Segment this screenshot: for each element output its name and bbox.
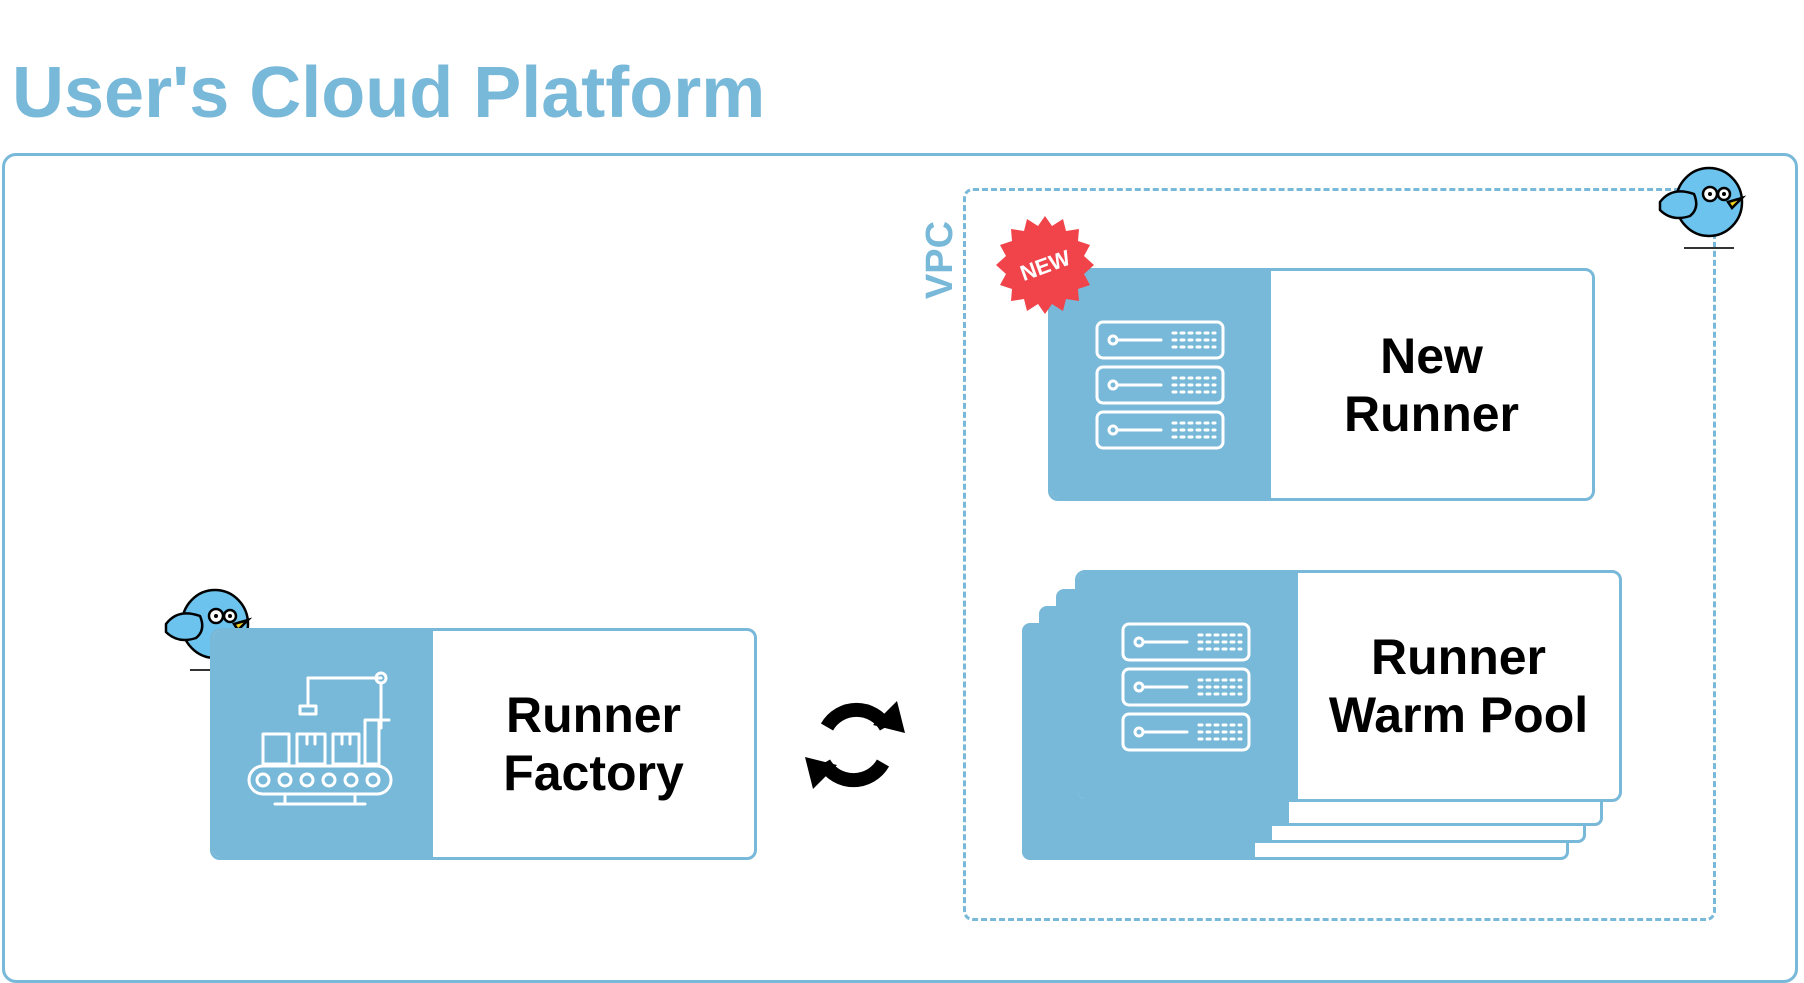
new-runner-label-line1: New (1380, 327, 1483, 384)
new-runner-label-line2: Runner (1344, 385, 1519, 442)
runner-warm-pool-label-line2: Warm Pool (1328, 687, 1589, 743)
runner-warm-pool-label-line1: Runner (1371, 629, 1546, 685)
server-rack-icon (1095, 320, 1225, 450)
new-badge: NEW (996, 216, 1094, 314)
new-runner-label: New Runner (1271, 271, 1592, 498)
runner-factory-label-line2: Factory (503, 745, 684, 801)
page-title: User's Cloud Platform (12, 53, 766, 133)
factory-conveyor-icon (247, 671, 393, 806)
vpc-frame (963, 188, 1716, 921)
bird-mascot-icon (1658, 166, 1746, 249)
vpc-label: VPC (919, 220, 961, 300)
runner-factory-label-line1: Runner (506, 687, 681, 743)
server-rack-icon (1121, 622, 1251, 752)
sync-arrows-icon (805, 701, 905, 789)
runner-warm-pool-label: Runner Warm Pool (1298, 573, 1619, 799)
runner-factory-card: Runner Factory (210, 628, 757, 860)
runner-factory-icon-panel (213, 631, 433, 857)
runner-factory-label: Runner Factory (433, 631, 754, 857)
